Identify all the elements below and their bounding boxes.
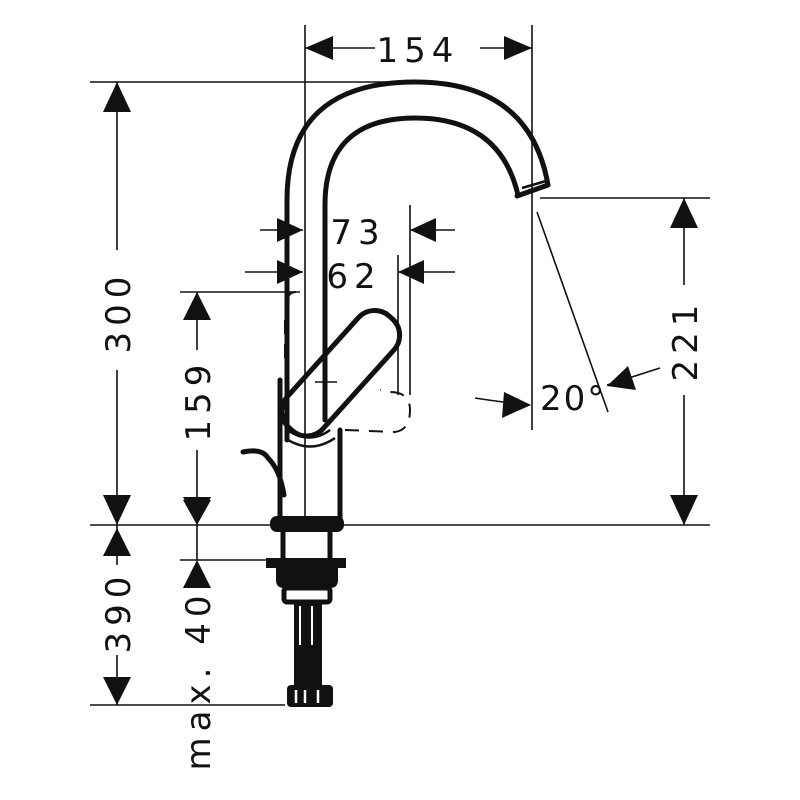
hose-connector	[287, 685, 333, 707]
faucet	[240, 79, 551, 707]
dimension-159: 159	[179, 292, 219, 525]
dimension-max-40: max. 40	[179, 500, 219, 770]
dimension-label-73: 73	[330, 213, 385, 253]
dimension-221: 221	[666, 198, 706, 525]
dimension-73: 73	[260, 213, 455, 253]
dimension-label-221: 221	[666, 299, 706, 382]
dimension-300: 300	[99, 82, 139, 525]
extension-lines	[90, 25, 710, 706]
base-flange	[270, 516, 344, 532]
dimension-label-159: 159	[179, 359, 219, 442]
dimension-label-max-40: max. 40	[179, 590, 219, 771]
dimension-label-62: 62	[326, 257, 381, 297]
dimension-62: 62	[245, 257, 455, 297]
popup-lever	[240, 448, 287, 498]
faucet-body	[277, 377, 343, 521]
spout	[284, 79, 551, 443]
mounting-nut	[266, 558, 346, 588]
dimension-154: 154	[305, 31, 532, 71]
dimension-label-20deg: 20°	[540, 379, 606, 419]
dimension-label-154: 154	[377, 31, 460, 71]
lever-handle	[279, 308, 403, 439]
supply-hoses	[294, 602, 322, 687]
dimension-label-300: 300	[99, 271, 139, 354]
dimension-angle-20: 20°	[474, 366, 661, 419]
dimension-390: 390	[99, 525, 139, 705]
dimension-label-390: 390	[99, 571, 139, 654]
